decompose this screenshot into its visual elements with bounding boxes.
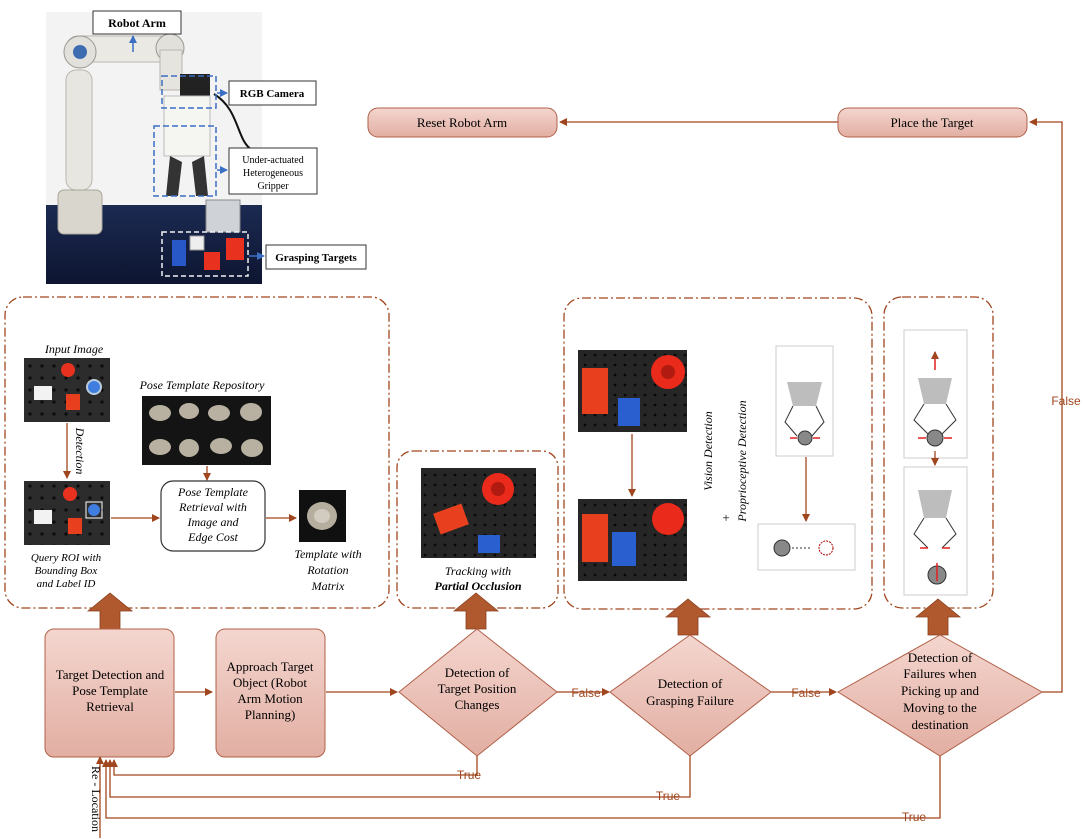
plus-label: + [722,510,729,525]
tracking-caption-1: Tracking with [445,564,511,578]
gripper-label-box [228,147,318,195]
position-change-label-2: Target Position [438,681,517,696]
grasping-targets-label: Grasping Targets [275,252,357,264]
cone-4 [914,598,962,636]
position-change-label-3: Changes [455,697,500,712]
reset-robot-arm-label: Reset Robot Arm [417,115,507,130]
template-label-1: Template with [294,547,361,561]
retrieval-label-2: Retrieval with [178,500,247,514]
approach-label-2: Object (Robot [233,675,307,690]
true-label-1: True [457,768,482,782]
repository-label: Pose Template Repository [139,378,266,392]
approach-label-1: Approach Target [226,659,313,674]
target-detection-label-2: Pose Template [72,683,148,698]
top-flow: Reset Robot Arm Place the Target False [367,107,1081,693]
false-label-2: False [791,686,821,700]
robot-arm-label: Robot Arm [108,16,166,30]
moving-failure-label-3: Picking up and [901,683,979,698]
place-target-label: Place the Target [890,115,973,130]
query-label-3: and Label ID [37,578,96,590]
cone-arrows [86,592,962,636]
approach-label-3: Arm Motion [237,691,303,706]
approach-target-box[interactable] [215,628,326,758]
moving-failure-label-2: Failures when [903,666,977,681]
panel-detection-retrieval: Input Image Detection Query ROI with Bou… [4,296,390,609]
panel-vision-proprio: Vision Detection + Proprioceptive Detect… [563,297,873,610]
retrieval-box[interactable] [160,480,266,552]
true-label-3: True [902,810,927,824]
target-detection-label-3: Retrieval [86,699,134,714]
query-label-1: Query ROI with [31,552,102,564]
panel-tracking: Tracking with Partial Occlusion [396,450,559,609]
grasp-failure-label-2: Grasping Failure [646,693,734,708]
template-label-3: Matrix [311,579,345,593]
gripper-label-3: Gripper [257,181,289,192]
true-label-2: True [656,789,681,803]
input-image-label: Input Image [44,342,104,356]
proprioceptive-detection-label: Proprioceptive Detection [735,400,749,522]
moving-failure-label-5: destination [911,717,969,732]
targets-label-box [265,244,367,270]
process-flow: Target Detection and Pose Template Retri… [44,628,1043,838]
cone-2 [452,592,500,630]
retrieval-label-1: Pose Template [177,485,249,499]
position-change-label-1: Detection of [445,665,510,680]
gripper-label-1: Under-actuated [242,155,303,166]
relocation-label: Re - Location [89,766,103,832]
retrieval-label-3: Image and [187,515,240,529]
robot-photo [46,12,262,284]
rgb-camera-label: RGB Camera [240,88,305,100]
gripper-label-2: Heterogeneous [243,168,303,179]
robot-arm-label-box [92,10,182,35]
cone-1 [86,592,134,630]
rgb-camera-label-box [228,80,317,106]
false-label-1: False [571,686,601,700]
retrieval-label-4: Edge Cost [187,530,238,544]
photo-labels: Robot Arm RGB Camera Under-actuated Hete… [92,10,367,270]
target-detection-box[interactable] [44,628,175,758]
contact-schematic [757,523,856,571]
approach-label-4: Planning) [245,707,296,722]
target-detection-label-1: Target Detection and [56,667,165,682]
tracking-caption-2: Partial Occlusion [434,579,521,593]
panel-picking-schematic [883,296,994,609]
template-label-2: Rotation [306,563,348,577]
cone-3 [664,598,712,636]
grasp-failure-label-1: Detection of [658,676,723,691]
moving-failure-label-4: Moving to the [903,700,977,715]
false-label-3: False [1051,394,1081,408]
detection-label: Detection [73,427,87,475]
moving-failure-label-1: Detection of [908,650,973,665]
vision-detection-label: Vision Detection [701,411,715,490]
query-label-2: Bounding Box [35,565,98,577]
reset-robot-arm-box[interactable] [367,107,558,138]
